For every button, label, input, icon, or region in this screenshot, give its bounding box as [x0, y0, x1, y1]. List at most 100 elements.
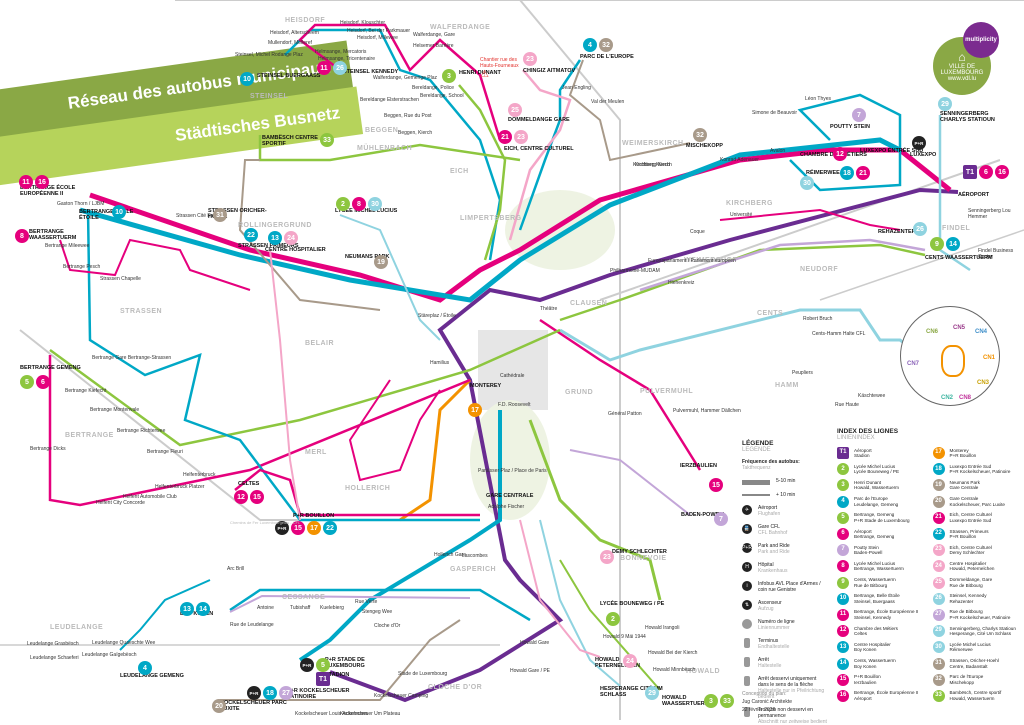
- line-badge-16[interactable]: 16: [35, 175, 49, 189]
- stop-label[interactable]: Heisdorf, Alterscheem: [270, 30, 319, 36]
- line-badge-17[interactable]: 17: [933, 447, 945, 459]
- stop-label[interactable]: Kockelscheuer Camping: [374, 693, 428, 699]
- line-badge-21[interactable]: 21: [933, 512, 945, 524]
- terminus-label[interactable]: Luxexpo: [910, 152, 936, 158]
- terminus-label[interactable]: Hesperange Cité Um Schlass: [600, 686, 670, 698]
- terminus-label[interactable]: Réimerwee: [806, 170, 840, 176]
- stop-label[interactable]: Howald Bei der Kierch: [648, 650, 697, 656]
- line-badge-4[interactable]: 4: [583, 38, 597, 52]
- stop-label[interactable]: Bertrange Pesch: [63, 264, 100, 270]
- stop-label[interactable]: Bertrange Dicks: [30, 446, 66, 452]
- terminus-label[interactable]: Aéroport: [958, 192, 989, 198]
- line-badge-10[interactable]: 10: [837, 593, 849, 605]
- line-badge-26[interactable]: 26: [333, 61, 347, 75]
- stop-label[interactable]: Leudelange Grasbësch: [27, 641, 79, 647]
- stop-label[interactable]: Adolphe Fischer: [488, 504, 524, 510]
- stop-label[interactable]: Stade de Luxembourg: [398, 671, 447, 677]
- line-badge-5[interactable]: 5: [20, 375, 34, 389]
- stop-label[interactable]: Rue de Leudelange: [230, 622, 274, 628]
- terminus-label[interactable]: Steinsel Buergaass: [257, 73, 320, 79]
- line-badge-22[interactable]: 22: [933, 528, 945, 540]
- stop-label[interactable]: Kirchberg Kierch: [633, 162, 670, 168]
- line-badge-33[interactable]: 33: [320, 133, 334, 147]
- line-badge-6[interactable]: 6: [837, 528, 849, 540]
- stop-label[interactable]: Strassen Chapelle: [100, 276, 141, 282]
- line-badge-pr[interactable]: P+R: [912, 136, 926, 150]
- line-badge-10[interactable]: 10: [112, 205, 126, 219]
- stop-label[interactable]: Bereldange, School: [420, 93, 464, 99]
- line-badge-4[interactable]: 4: [837, 496, 849, 508]
- line-badge-11[interactable]: 11: [317, 61, 331, 75]
- stop-label[interactable]: Walferdange, Gare: [413, 32, 455, 38]
- stop-label[interactable]: Val der Meulen: [591, 99, 624, 105]
- stop-label[interactable]: Heisdorf, Millewee: [357, 35, 398, 41]
- terminus-label[interactable]: Celtes: [238, 481, 259, 487]
- stop-label[interactable]: Bertrange Mileewee: [45, 243, 89, 249]
- stop-label[interactable]: Bertrange Montenvale: [90, 407, 139, 413]
- line-badge-30[interactable]: 30: [800, 176, 814, 190]
- line-badge-33[interactable]: 33: [720, 694, 734, 708]
- stop-label[interactable]: Arc Brill: [227, 566, 244, 572]
- line-badge-13[interactable]: 13: [180, 602, 194, 616]
- stop-label[interactable]: Léon Thyes: [805, 96, 831, 102]
- line-badge-30[interactable]: 30: [933, 641, 945, 653]
- line-badge-t1[interactable]: T1: [963, 165, 977, 179]
- line-badge-22[interactable]: 22: [323, 521, 337, 535]
- line-badge-23[interactable]: 23: [600, 550, 614, 564]
- line-badge-25[interactable]: 25: [508, 103, 522, 117]
- stop-label[interactable]: Heisdorf, Bei der Parkmauer: [347, 28, 410, 34]
- stop-label[interactable]: Rue Haute: [835, 402, 859, 408]
- line-badge-t1[interactable]: T1: [837, 447, 849, 459]
- stop-label[interactable]: Leudelange Schaeferi: [30, 655, 79, 661]
- line-badge-33[interactable]: 33: [933, 690, 945, 702]
- terminus-label[interactable]: Lycée Bouneweg / PE: [600, 601, 664, 607]
- stop-label[interactable]: Europaparlament / Parlement européen: [648, 258, 736, 264]
- stop-label[interactable]: Heisdorf, Klouschter: [340, 20, 385, 26]
- stop-label[interactable]: Konrad Adenauer: [720, 157, 759, 163]
- line-badge-19[interactable]: 19: [374, 255, 388, 269]
- line-badge-26[interactable]: 26: [913, 222, 927, 236]
- line-badge-2[interactable]: 2: [336, 197, 350, 211]
- line-badge-26[interactable]: 26: [933, 593, 945, 605]
- stop-label[interactable]: Steinsel, Michel Rodange Plaz: [235, 52, 303, 58]
- terminus-label[interactable]: Rehazenter: [878, 229, 916, 235]
- stop-label[interactable]: Kockelscheuer Um Plateau: [340, 711, 400, 717]
- stop-label[interactable]: Howald Gare / PE: [510, 668, 550, 674]
- stop-label[interactable]: Howald Irangoli: [645, 625, 679, 631]
- terminus-label[interactable]: Poutty Stein: [830, 124, 870, 130]
- stop-label[interactable]: F.D. Roosevelt: [498, 402, 531, 408]
- stop-label[interactable]: Hamilius: [430, 360, 449, 366]
- line-badge-9[interactable]: 9: [930, 237, 944, 251]
- line-badge-3[interactable]: 3: [442, 69, 456, 83]
- line-badge-15[interactable]: 15: [250, 490, 264, 504]
- line-badge-pr[interactable]: P+R: [300, 658, 314, 672]
- line-badge-8[interactable]: 8: [837, 560, 849, 572]
- line-badge-7[interactable]: 7: [714, 512, 728, 526]
- terminus-label[interactable]: Ierzbaulien: [680, 463, 717, 469]
- stop-label[interactable]: Général Patton: [608, 411, 642, 417]
- stop-label[interactable]: Bertrange Kiefecht: [65, 388, 106, 394]
- stop-label[interactable]: Stengeg Wee: [362, 609, 392, 615]
- line-badge-6[interactable]: 6: [36, 375, 50, 389]
- line-badge-32[interactable]: 32: [599, 38, 613, 52]
- line-badge-27[interactable]: 27: [279, 686, 293, 700]
- stop-label[interactable]: Leudelange Gaïgebësch: [82, 652, 137, 658]
- stop-label[interactable]: Leudelange Quaeschte Wee: [92, 640, 155, 646]
- line-badge-14[interactable]: 14: [196, 602, 210, 616]
